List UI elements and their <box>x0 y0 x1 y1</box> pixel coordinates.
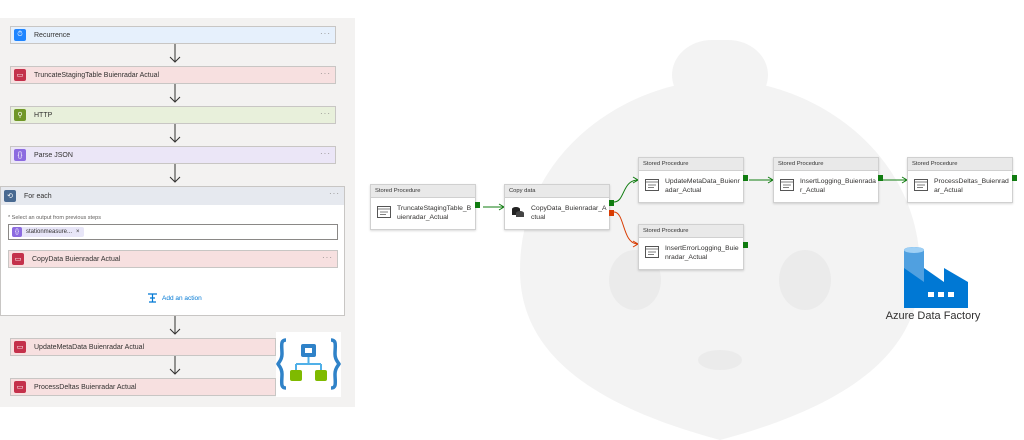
activity-name: UpdateMetaData_Buienradar_Actual <box>665 178 741 195</box>
success-port[interactable] <box>475 202 480 208</box>
success-port[interactable] <box>743 175 748 181</box>
activity-insert-error-logging[interactable]: Stored Procedure InsertErrorLogging_Buie… <box>638 224 744 270</box>
activity-name: ProcessDeltas_Buienradar_Actual <box>934 178 1010 195</box>
activity-update-metadata[interactable]: Stored Procedure UpdateMetaData_Buienrad… <box>638 157 744 203</box>
success-connector <box>614 180 638 202</box>
copy-data-icon <box>511 206 525 218</box>
activity-name: CopyData_Buienradar_Actual <box>531 205 607 222</box>
success-port[interactable] <box>609 200 614 206</box>
success-port[interactable] <box>743 242 748 248</box>
activity-name: TruncateStagingTable_Buienradar_Actual <box>397 205 473 222</box>
activity-process-deltas[interactable]: Stored Procedure ProcessDeltas_Buienrada… <box>907 157 1013 203</box>
activity-type: Stored Procedure <box>639 158 743 171</box>
failure-connector <box>614 212 638 244</box>
activity-truncate-staging-table[interactable]: Stored Procedure TruncateStagingTable_Bu… <box>370 184 476 230</box>
stored-procedure-icon <box>780 179 794 191</box>
activity-type: Stored Procedure <box>639 225 743 238</box>
success-port[interactable] <box>878 175 883 181</box>
azure-data-factory-caption: Azure Data Factory <box>868 310 998 322</box>
stored-procedure-icon <box>377 206 391 218</box>
logic-apps-icon <box>276 332 341 397</box>
activity-type: Copy data <box>505 185 609 198</box>
logic-apps-logo <box>276 332 341 397</box>
success-port[interactable] <box>1012 175 1017 181</box>
activity-type: Stored Procedure <box>908 158 1012 171</box>
activity-type: Stored Procedure <box>774 158 878 171</box>
activity-insert-logging[interactable]: Stored Procedure InsertLogging_Buienrada… <box>773 157 879 203</box>
activity-copy-data[interactable]: Copy data CopyData_Buienradar_Actual <box>504 184 610 230</box>
activity-name: InsertLogging_Buienradar_Actual <box>800 178 876 195</box>
stored-procedure-icon <box>914 179 928 191</box>
activity-type: Stored Procedure <box>371 185 475 198</box>
stored-procedure-icon <box>645 179 659 191</box>
activity-name: InsertErrorLogging_Buienradar_Actual <box>665 245 741 262</box>
failure-port[interactable] <box>609 210 614 216</box>
stored-procedure-icon <box>645 246 659 258</box>
